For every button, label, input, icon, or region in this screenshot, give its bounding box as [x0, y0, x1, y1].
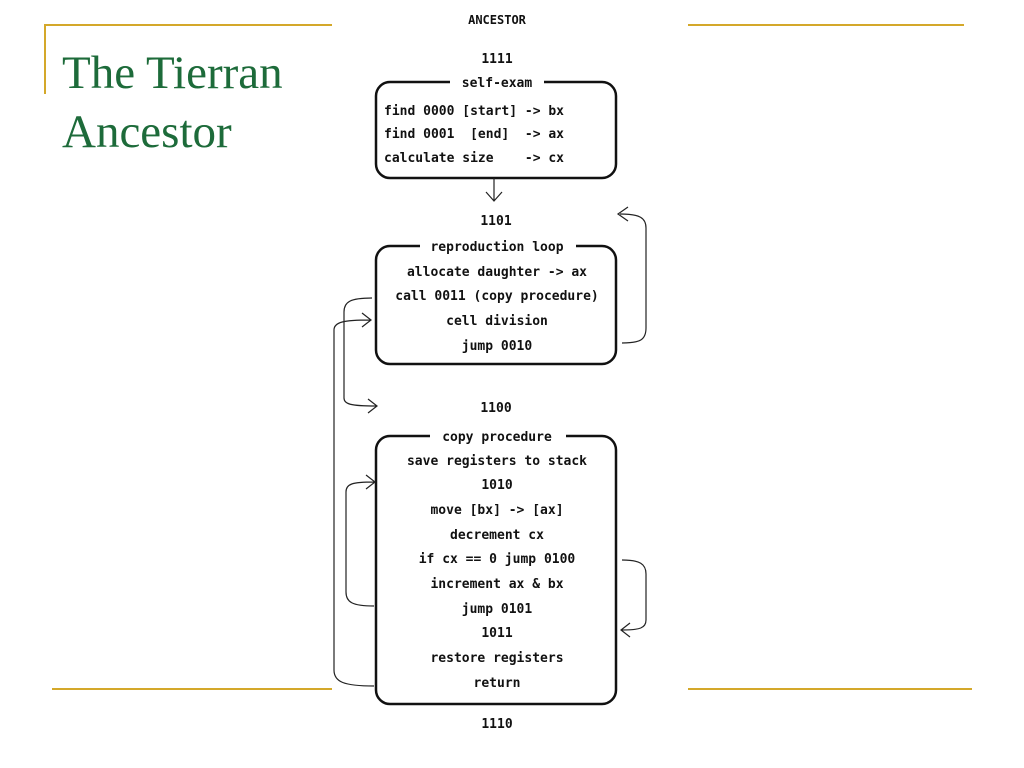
self-exam-box: self-exam find 0000 [start] -> bx find 0… — [374, 74, 618, 180]
copy-procedure-line-6: increment ax & bx — [430, 577, 563, 592]
slide-title-line-1: The Tierran — [62, 47, 283, 99]
top-left-rule — [44, 24, 332, 26]
self-exam-line-1: find 0000 [start] -> bx — [384, 104, 564, 119]
copy-procedure-line-7: jump 0101 — [462, 602, 533, 617]
copy-procedure-box: copy procedure save registers to stack 1… — [374, 428, 618, 706]
reproduction-loop-line-4: jump 0010 — [462, 339, 533, 354]
diagram-heading: ANCESTOR — [468, 13, 527, 27]
reproduction-loop-line-2: call 0011 (copy procedure) — [395, 289, 599, 304]
template-copy: 1100 — [480, 401, 511, 416]
self-exam-line-3: calculate size -> cx — [384, 151, 564, 166]
copy-procedure-header-bg — [430, 428, 566, 444]
copy-procedure-line-9: restore registers — [430, 651, 563, 666]
self-exam-line-2: find 0001 [end] -> ax — [384, 127, 564, 142]
copy-procedure-header: copy procedure — [442, 430, 552, 445]
template-bottom: 1110 — [481, 717, 512, 732]
copy-procedure-line-3: move [bx] -> [ax] — [430, 503, 563, 518]
bottom-left-rule — [52, 688, 332, 690]
self-exam-header-bg — [450, 74, 544, 90]
loop-back-arrow — [616, 206, 647, 344]
title-side-rule — [44, 24, 46, 94]
copy-procedure-line-10: return — [474, 676, 521, 691]
copy-procedure-line-4: decrement cx — [450, 528, 544, 543]
return-arrow — [333, 312, 375, 687]
copy-procedure-line-5: if cx == 0 jump 0100 — [419, 552, 576, 567]
self-exam-header: self-exam — [462, 76, 533, 91]
bottom-right-rule — [688, 688, 972, 690]
done-jump-arrow — [620, 559, 647, 638]
slide-title-line-2: Ancestor — [62, 106, 232, 158]
reproduction-loop-header: reproduction loop — [430, 240, 563, 255]
copy-procedure-line-8: 1011 — [481, 626, 512, 641]
reproduction-loop-box: reproduction loop allocate daughter -> a… — [374, 238, 618, 366]
copy-procedure-line-2: 1010 — [481, 478, 512, 493]
reproduction-loop-line-1: allocate daughter -> ax — [407, 265, 587, 280]
reproduction-loop-line-3: cell division — [446, 314, 548, 329]
copy-loop-arrow — [345, 474, 376, 607]
template-top: 1111 — [481, 52, 512, 67]
slide-title: The Tierran Ancestor — [62, 44, 342, 162]
call-copy-arrow — [343, 297, 378, 414]
top-right-rule — [688, 24, 964, 26]
copy-procedure-line-1: save registers to stack — [407, 454, 587, 469]
template-reproduction: 1101 — [480, 214, 511, 229]
self-exam-down-arrow — [485, 178, 503, 202]
reproduction-loop-header-bg — [420, 238, 576, 254]
